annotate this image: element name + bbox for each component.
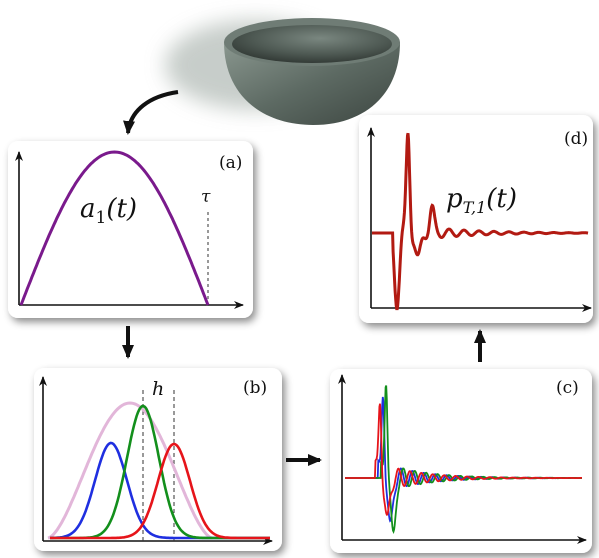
panel-d-box [359,115,593,323]
panel-d-label: (d) [564,129,588,149]
panel-c-label: (c) [556,378,579,398]
panel-c-box [330,369,592,553]
panel-c-signal-red [345,403,582,516]
arrow-bowl-to-a [123,90,179,135]
a-arg: (t) [106,194,137,224]
panel-a-tau-label: τ [201,187,211,207]
panel-b-h-label: h [152,378,164,400]
a-main: a [80,194,96,224]
bowl-illustration [165,18,400,125]
p-sub: T,1 [463,198,487,217]
panel-b-red-window [50,442,270,540]
panel-a-box [8,141,253,318]
flow-arrows [122,90,486,466]
p-main: p [446,184,463,214]
panel-a-label: (a) [219,153,242,173]
panel-a: (a) τ a1(t) [8,141,253,318]
panel-b-label: (b) [243,378,267,398]
p-arg: (t) [486,184,517,214]
panel-d: (d) pT,1(t) [359,115,593,323]
panel-c: (c) [330,369,592,553]
panel-d-curve-label: pT,1(t) [446,184,517,217]
panel-d-pressure-curve [372,132,589,311]
bowl-interior [232,25,392,63]
panel-a-curve [19,150,210,306]
panel-b-envelope-curve [47,401,213,540]
a-sub: 1 [96,208,107,228]
panel-b: (b) h [34,368,282,551]
panel-a-curve-label: a1(t) [80,194,137,228]
